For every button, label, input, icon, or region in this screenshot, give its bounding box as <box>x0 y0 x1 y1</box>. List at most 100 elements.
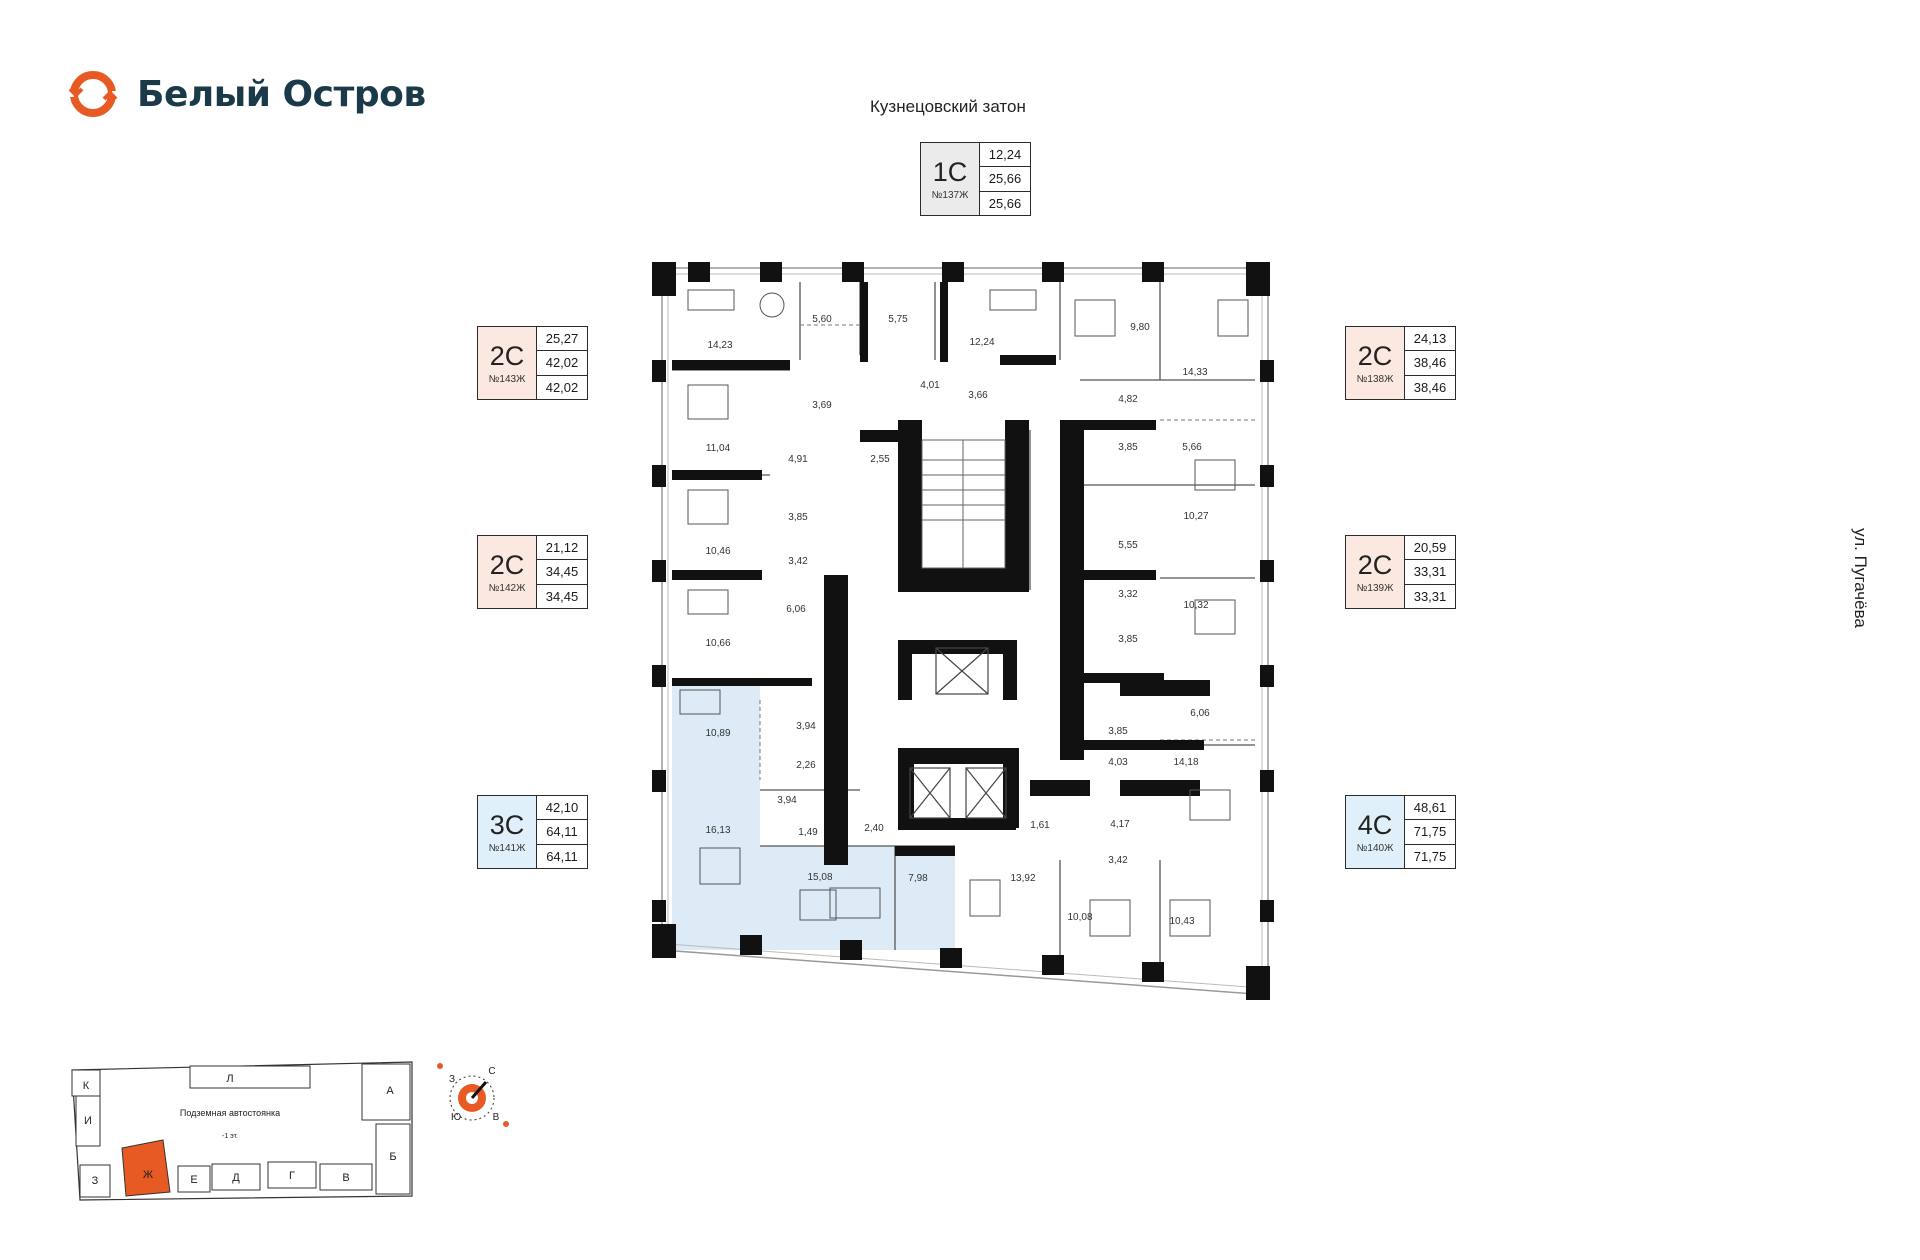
area-with-balcony: 38,46 <box>1413 379 1447 395</box>
section-label: З <box>92 1175 99 1187</box>
apartment-type-cell: 4С №140Ж <box>1346 796 1405 868</box>
section-label-selected: Ж <box>143 1169 153 1181</box>
apartment-type-cell: 2С №142Ж <box>478 536 537 608</box>
living-area: 12,24 <box>980 143 1030 168</box>
parking-level: -1 эт. <box>222 1133 238 1140</box>
logo-icon <box>66 71 120 117</box>
room-area-label: 16,13 <box>705 825 730 836</box>
section-e[interactable] <box>177 1165 211 1193</box>
section-d[interactable] <box>211 1163 261 1191</box>
room-area-label: 6,06 <box>1190 708 1210 719</box>
section-l[interactable] <box>189 1065 311 1089</box>
room-area-label: 12,24 <box>969 337 994 348</box>
apartment-card[interactable]: 2С №139Ж 20,59 33,31 33,31 <box>1345 535 1456 609</box>
columns <box>652 262 1274 1000</box>
area-with-balcony: 42,02 <box>545 379 579 395</box>
apartment-number: №141Ж <box>488 842 526 854</box>
apartment-number: №138Ж <box>1356 373 1394 385</box>
street-label-top: Кузнецовский затон <box>870 97 1026 116</box>
section-b[interactable] <box>375 1123 411 1195</box>
sun-marker <box>437 1063 443 1069</box>
section-v[interactable] <box>319 1163 373 1191</box>
room-area-label: 5,75 <box>888 314 908 325</box>
total-area: 42,02 <box>537 351 587 376</box>
section-zh-selected[interactable] <box>121 1139 171 1197</box>
apartment-number: №137Ж <box>931 189 969 201</box>
area-with-balcony: 34,45 <box>545 588 579 604</box>
area-with-balcony: 25,66 <box>988 195 1022 211</box>
room-area-label: 10,08 <box>1067 912 1092 923</box>
total-area: 71,75 <box>1405 820 1455 845</box>
section-label: Д <box>232 1172 240 1184</box>
compass-south: Ю <box>451 1112 461 1123</box>
room-area-label: 1,61 <box>1030 820 1050 831</box>
room-area-label: 2,55 <box>870 454 890 465</box>
room-area-label: 3,85 <box>1108 726 1128 737</box>
room-area-label: 13,92 <box>1010 873 1035 884</box>
apartment-card[interactable]: 3С №141Ж 42,10 64,11 64,11 <box>477 795 588 869</box>
total-area: 64,11 <box>537 820 587 845</box>
section-z[interactable] <box>79 1164 111 1198</box>
apartment-card[interactable]: 2С №143Ж 25,27 42,02 42,02 <box>477 326 588 400</box>
section-label: В <box>342 1172 349 1184</box>
room-area-label: 10,32 <box>1183 600 1208 611</box>
elevators <box>909 647 1007 819</box>
room-area-label: 14,33 <box>1182 367 1207 378</box>
section-label: Е <box>190 1174 197 1186</box>
room-area-label: 15,08 <box>807 872 832 883</box>
area-with-balcony: 33,31 <box>1413 588 1447 604</box>
section-i[interactable] <box>75 1095 101 1147</box>
apartment-number: №142Ж <box>488 582 526 594</box>
apartment-type-cell: 2С №139Ж <box>1346 536 1405 608</box>
compass: З С Ю В <box>437 1063 509 1127</box>
room-area-label: 2,26 <box>796 760 816 771</box>
apartment-type: 2С <box>1357 340 1393 371</box>
section-g[interactable] <box>267 1161 317 1189</box>
room-area-label: 6,06 <box>786 604 806 615</box>
apartment-type: 3С <box>489 809 525 840</box>
apartment-type: 2С <box>489 549 525 580</box>
living-area: 24,13 <box>1405 327 1455 352</box>
brand-logo: Белый Остров <box>66 66 426 122</box>
apartment-card[interactable]: 4С №140Ж 48,61 71,75 71,75 <box>1345 795 1456 869</box>
apartment-type-cell: 3С №141Ж <box>478 796 537 868</box>
room-area-label: 10,46 <box>705 546 730 557</box>
compass-needle <box>470 1081 488 1099</box>
compass-north: С <box>488 1066 495 1077</box>
room-area-label: 3,94 <box>796 721 816 732</box>
staircase <box>921 439 1006 569</box>
room-area-label: 9,80 <box>1130 322 1150 333</box>
living-area: 25,27 <box>537 327 587 352</box>
room-area-label: 3,85 <box>1118 634 1138 645</box>
compass-ring <box>449 1075 495 1121</box>
site-plan: К Л А И Б З Ж Е Д Г В Подземная автостоя… <box>71 1061 413 1201</box>
apartment-number: №140Ж <box>1356 842 1394 854</box>
apartment-card[interactable]: 2С №142Ж 21,12 34,45 34,45 <box>477 535 588 609</box>
room-area-label: 4,91 <box>788 454 808 465</box>
highlighted-apartment[interactable] <box>672 683 955 950</box>
section-a[interactable] <box>361 1063 411 1121</box>
apartment-type-cell: 1С №137Ж <box>921 143 980 215</box>
room-area-label: 5,55 <box>1118 540 1138 551</box>
room-area-label: 4,17 <box>1110 819 1130 830</box>
room-area-label: 4,01 <box>920 380 940 391</box>
room-area-label: 14,23 <box>707 340 732 351</box>
furniture <box>679 289 1249 937</box>
room-area-label: 11,04 <box>706 443 731 454</box>
living-area: 21,12 <box>537 536 587 561</box>
room-area-label: 5,60 <box>812 314 832 325</box>
room-area-label: 7,98 <box>908 873 928 884</box>
apartment-type: 4С <box>1357 809 1393 840</box>
apartment-type-cell: 2С №143Ж <box>478 327 537 399</box>
room-area-label: 4,82 <box>1118 394 1138 405</box>
room-area-label: 10,43 <box>1169 916 1194 927</box>
apartment-card[interactable]: 2С №138Ж 24,13 38,46 38,46 <box>1345 326 1456 400</box>
section-label: А <box>386 1085 394 1097</box>
apartment-card[interactable]: 1С №137Ж 12,24 25,66 25,66 <box>920 142 1031 216</box>
compass-west: З <box>449 1074 455 1085</box>
room-area-label: 3,85 <box>1118 442 1138 453</box>
sun-marker <box>503 1121 509 1127</box>
area-with-balcony: 64,11 <box>546 848 578 864</box>
